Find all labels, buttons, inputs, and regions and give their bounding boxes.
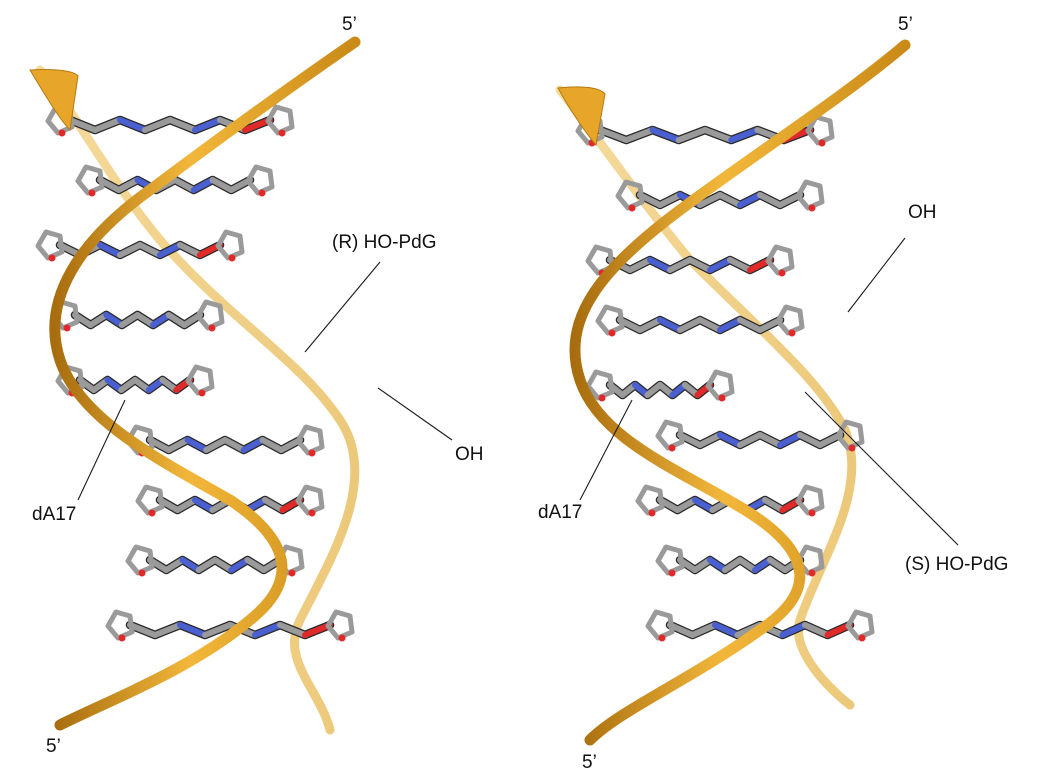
residue-leader-line (579, 399, 633, 501)
residue-leader-line (77, 399, 126, 501)
panel-r-hopdg: 5’ 5’ (R) HO-PdG OH dA17 (29, 14, 484, 757)
residue-da17-label: dA17 (32, 504, 76, 525)
panel-s-hopdg: 5’ 5’ (S) HO-PdG OH dA17 (538, 14, 1008, 773)
base-pair (55, 364, 215, 397)
base-pair (125, 544, 305, 577)
strand-5prime-top-label: 5’ (342, 14, 357, 35)
ribbon-end-top (29, 69, 79, 132)
ribbon-end-top (557, 86, 606, 147)
hydroxyl-label: OH (455, 444, 484, 465)
base-pair (615, 179, 825, 212)
base-pair (595, 304, 805, 337)
base-pair (105, 609, 355, 642)
front-strand-ribbon (49, 36, 361, 731)
adduct-label: (S) HO-PdG (905, 554, 1008, 575)
strand-5prime-bottom-label: 5’ (46, 736, 61, 757)
base-pair (35, 229, 245, 262)
base-pair (585, 369, 735, 402)
adduct-leader-line (304, 261, 381, 353)
base-pair (645, 609, 875, 642)
adduct-label: (R) HO-PdG (332, 232, 437, 253)
base-pair (655, 419, 865, 452)
base-pair (50, 299, 225, 332)
adduct-leader-line (804, 391, 959, 546)
base-pair (75, 164, 275, 197)
back-strand-ribbon (35, 65, 360, 735)
strand-5prime-bottom-label: 5’ (582, 752, 597, 773)
strand-5prime-top-label: 5’ (898, 14, 913, 35)
hydroxyl-leader-line (377, 387, 453, 441)
hydroxyl-leader-line (847, 237, 906, 313)
residue-da17-label: dA17 (538, 502, 582, 523)
hydroxyl-label: OH (908, 202, 937, 223)
front-strand-ribbon (569, 39, 911, 746)
